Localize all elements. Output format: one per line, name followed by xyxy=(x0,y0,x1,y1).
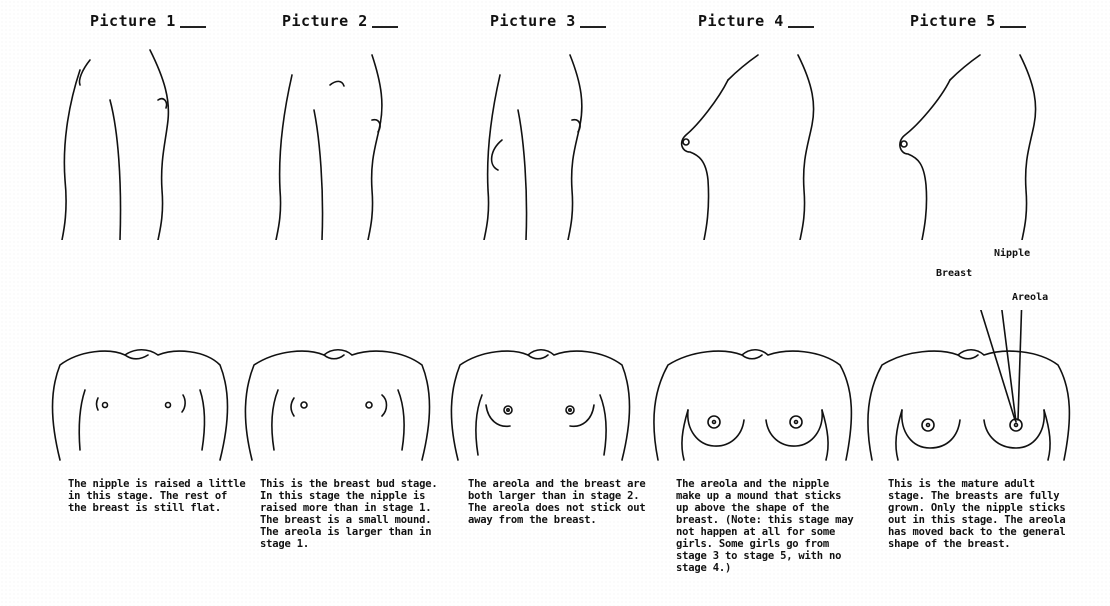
nipple-label: Nipple xyxy=(994,248,1030,259)
front-view-figure xyxy=(648,310,858,480)
side-profile-figure xyxy=(648,40,858,240)
answer-blank[interactable] xyxy=(180,26,206,28)
picture-1-description: The nipple is raised a little in this st… xyxy=(68,478,248,514)
front-view-figure xyxy=(40,310,240,480)
breast-label: Breast xyxy=(936,268,972,279)
areola-label: Areola xyxy=(1012,292,1048,303)
picture-5-title-text: Picture 5 xyxy=(910,12,996,30)
front-view-figure xyxy=(440,310,640,480)
picture-1-panel: Picture 1 The nipple is raised a little … xyxy=(40,0,240,606)
answer-blank[interactable] xyxy=(1000,26,1026,28)
side-profile-figure xyxy=(232,40,442,240)
picture-3-panel: Picture 3 The areola and the breast are … xyxy=(440,0,640,606)
answer-blank[interactable] xyxy=(788,26,814,28)
picture-5-panel: Picture 5 Breast Nipple Areola This is t… xyxy=(860,0,1080,606)
side-profile-figure xyxy=(860,40,1080,240)
picture-4-title-text: Picture 4 xyxy=(698,12,784,30)
picture-1-title-text: Picture 1 xyxy=(90,12,176,30)
answer-blank[interactable] xyxy=(580,26,606,28)
picture-2-panel: Picture 2 This is the breast bud stage. … xyxy=(232,0,442,606)
picture-4-panel: Picture 4 The areola and the nipple make… xyxy=(648,0,858,606)
picture-2-title-text: Picture 2 xyxy=(282,12,368,30)
picture-3-title-text: Picture 3 xyxy=(490,12,576,30)
picture-1-title: Picture 1 xyxy=(90,12,206,30)
front-view-figure xyxy=(860,310,1080,480)
picture-3-title: Picture 3 xyxy=(490,12,606,30)
front-view-figure xyxy=(232,310,442,480)
picture-4-title: Picture 4 xyxy=(698,12,814,30)
picture-3-description: The areola and the breast are both large… xyxy=(468,478,648,526)
areola-pointer-line xyxy=(1018,310,1022,420)
answer-blank[interactable] xyxy=(372,26,398,28)
picture-2-description: This is the breast bud stage. In this st… xyxy=(260,478,440,550)
picture-5-title: Picture 5 xyxy=(910,12,1026,30)
side-profile-figure xyxy=(440,40,640,240)
picture-4-description: The areola and the nipple make up a moun… xyxy=(676,478,856,574)
picture-5-description: This is the mature adult stage. The brea… xyxy=(888,478,1068,550)
picture-2-title: Picture 2 xyxy=(282,12,398,30)
side-profile-figure xyxy=(40,40,240,240)
